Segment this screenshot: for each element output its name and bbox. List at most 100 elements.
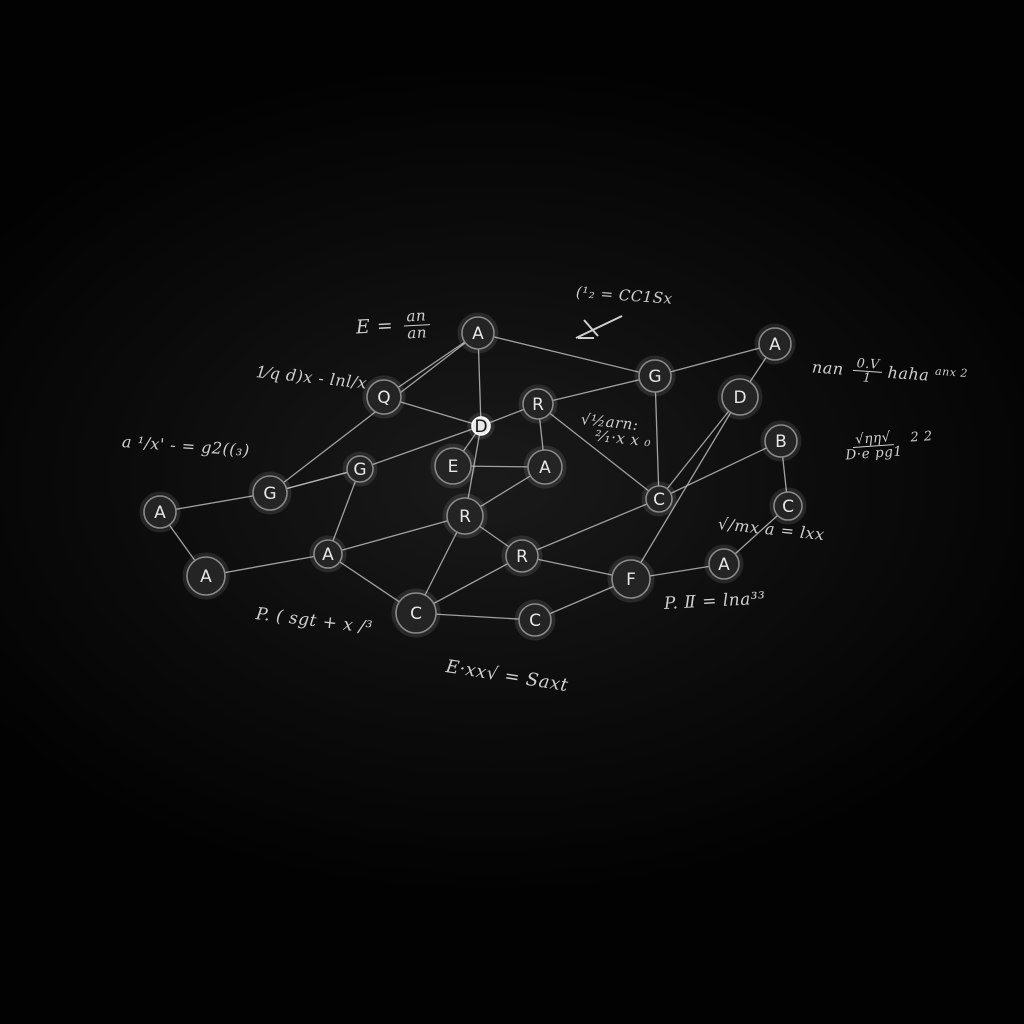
edge-n8-n9	[359, 425, 482, 470]
node-label: R	[459, 507, 471, 527]
edge-n5-n21	[630, 396, 741, 580]
node-n19: A	[704, 544, 744, 584]
node-label: R	[532, 395, 544, 415]
node-label: F	[626, 570, 636, 590]
node-n15: C	[641, 481, 677, 517]
node-n14: R	[442, 493, 488, 539]
formula-strike-glyph	[575, 315, 623, 339]
node-glow	[641, 481, 677, 517]
node-glow	[704, 544, 744, 584]
node-glow	[442, 493, 488, 539]
node-circle	[764, 424, 798, 458]
node-circle	[708, 548, 740, 580]
formula-right-1-sup: anx 2	[934, 364, 969, 380]
node-label: B	[775, 432, 787, 452]
node-glow	[754, 323, 796, 365]
node-n23: C	[514, 599, 556, 641]
node-circle	[638, 359, 672, 393]
edge-n9-n17	[327, 468, 361, 555]
node-n16: C	[769, 487, 807, 525]
node-n22: C	[391, 588, 441, 638]
node-n7: R	[518, 384, 558, 424]
node-circle	[313, 539, 343, 569]
node-circle	[522, 388, 554, 420]
edge-n18-n15	[521, 498, 660, 557]
node-glow	[523, 445, 567, 489]
node-n17: A	[309, 535, 347, 573]
node-n13: A	[139, 491, 181, 533]
node-label: A	[154, 503, 166, 523]
node-label: A	[472, 324, 484, 344]
edge-n20-n17	[205, 553, 329, 577]
edge-n3-n15	[654, 375, 660, 500]
node-n1: A	[457, 312, 499, 354]
node-label: C	[410, 604, 422, 624]
node-circle	[527, 449, 563, 485]
node-n21: F	[607, 555, 655, 603]
node-glow	[430, 443, 476, 489]
node-label: C	[782, 497, 794, 517]
node-glow	[769, 487, 807, 525]
edge-n7-n3	[537, 375, 656, 405]
edge-n7-n15	[537, 403, 660, 500]
edge-n12-n13	[159, 492, 271, 513]
formula-right-1-denominator: 1	[862, 371, 872, 387]
node-circle	[366, 379, 402, 415]
node-n8: D	[467, 412, 495, 440]
node-glow	[501, 535, 543, 577]
node-label: D	[733, 388, 746, 408]
node-n4: A	[754, 323, 796, 365]
node-glow	[457, 312, 499, 354]
node-glow	[717, 374, 763, 420]
node-label: Q	[377, 388, 390, 408]
node-label: R	[516, 547, 528, 567]
node-label: C	[529, 611, 541, 631]
node-circle	[471, 416, 491, 436]
node-label: A	[769, 335, 781, 355]
node-glow	[760, 420, 802, 462]
node-glow	[139, 491, 181, 533]
edges-layer	[159, 332, 789, 621]
node-label: A	[539, 458, 551, 478]
node-label: G	[263, 484, 276, 504]
node-glow	[309, 535, 347, 573]
node-circle	[518, 603, 552, 637]
node-n2: Q	[362, 375, 406, 419]
node-n10: E	[430, 443, 476, 489]
node-n20: A	[182, 552, 230, 600]
formula-e-top-fraction: an an	[402, 306, 431, 343]
edge-n1-n3	[477, 332, 656, 377]
node-circle	[395, 592, 437, 634]
node-label: C	[653, 490, 665, 510]
node-glow	[467, 412, 495, 440]
node-glow	[248, 471, 292, 515]
node-circle	[446, 497, 484, 535]
node-glow	[342, 451, 378, 487]
formula-e-top-denominator: an	[406, 323, 428, 343]
node-label: A	[200, 567, 212, 587]
edge-n15-n6	[658, 440, 782, 500]
node-glow	[362, 375, 406, 419]
formula-right-2-fraction: √ηη√ D·e pg1	[841, 429, 906, 463]
node-glow	[514, 599, 556, 641]
formula-e-top-lhs: E =	[355, 314, 394, 339]
node-label: E	[448, 457, 459, 477]
edge-n17-n14	[327, 515, 466, 555]
node-circle	[252, 475, 288, 511]
node-n18: R	[501, 535, 543, 577]
node-circle	[434, 447, 472, 485]
edge-n1-n2	[383, 332, 479, 398]
node-circle	[773, 491, 803, 521]
node-glow	[182, 552, 230, 600]
node-circle	[461, 316, 495, 350]
node-n3: G	[634, 355, 676, 397]
node-circle	[346, 455, 374, 483]
node-n6: B	[760, 420, 802, 462]
node-glow	[607, 555, 655, 603]
node-circle	[758, 327, 792, 361]
formula-right-2-sup: 2 2	[909, 428, 934, 446]
node-n11: A	[523, 445, 567, 489]
edge-n3-n4	[654, 343, 776, 377]
